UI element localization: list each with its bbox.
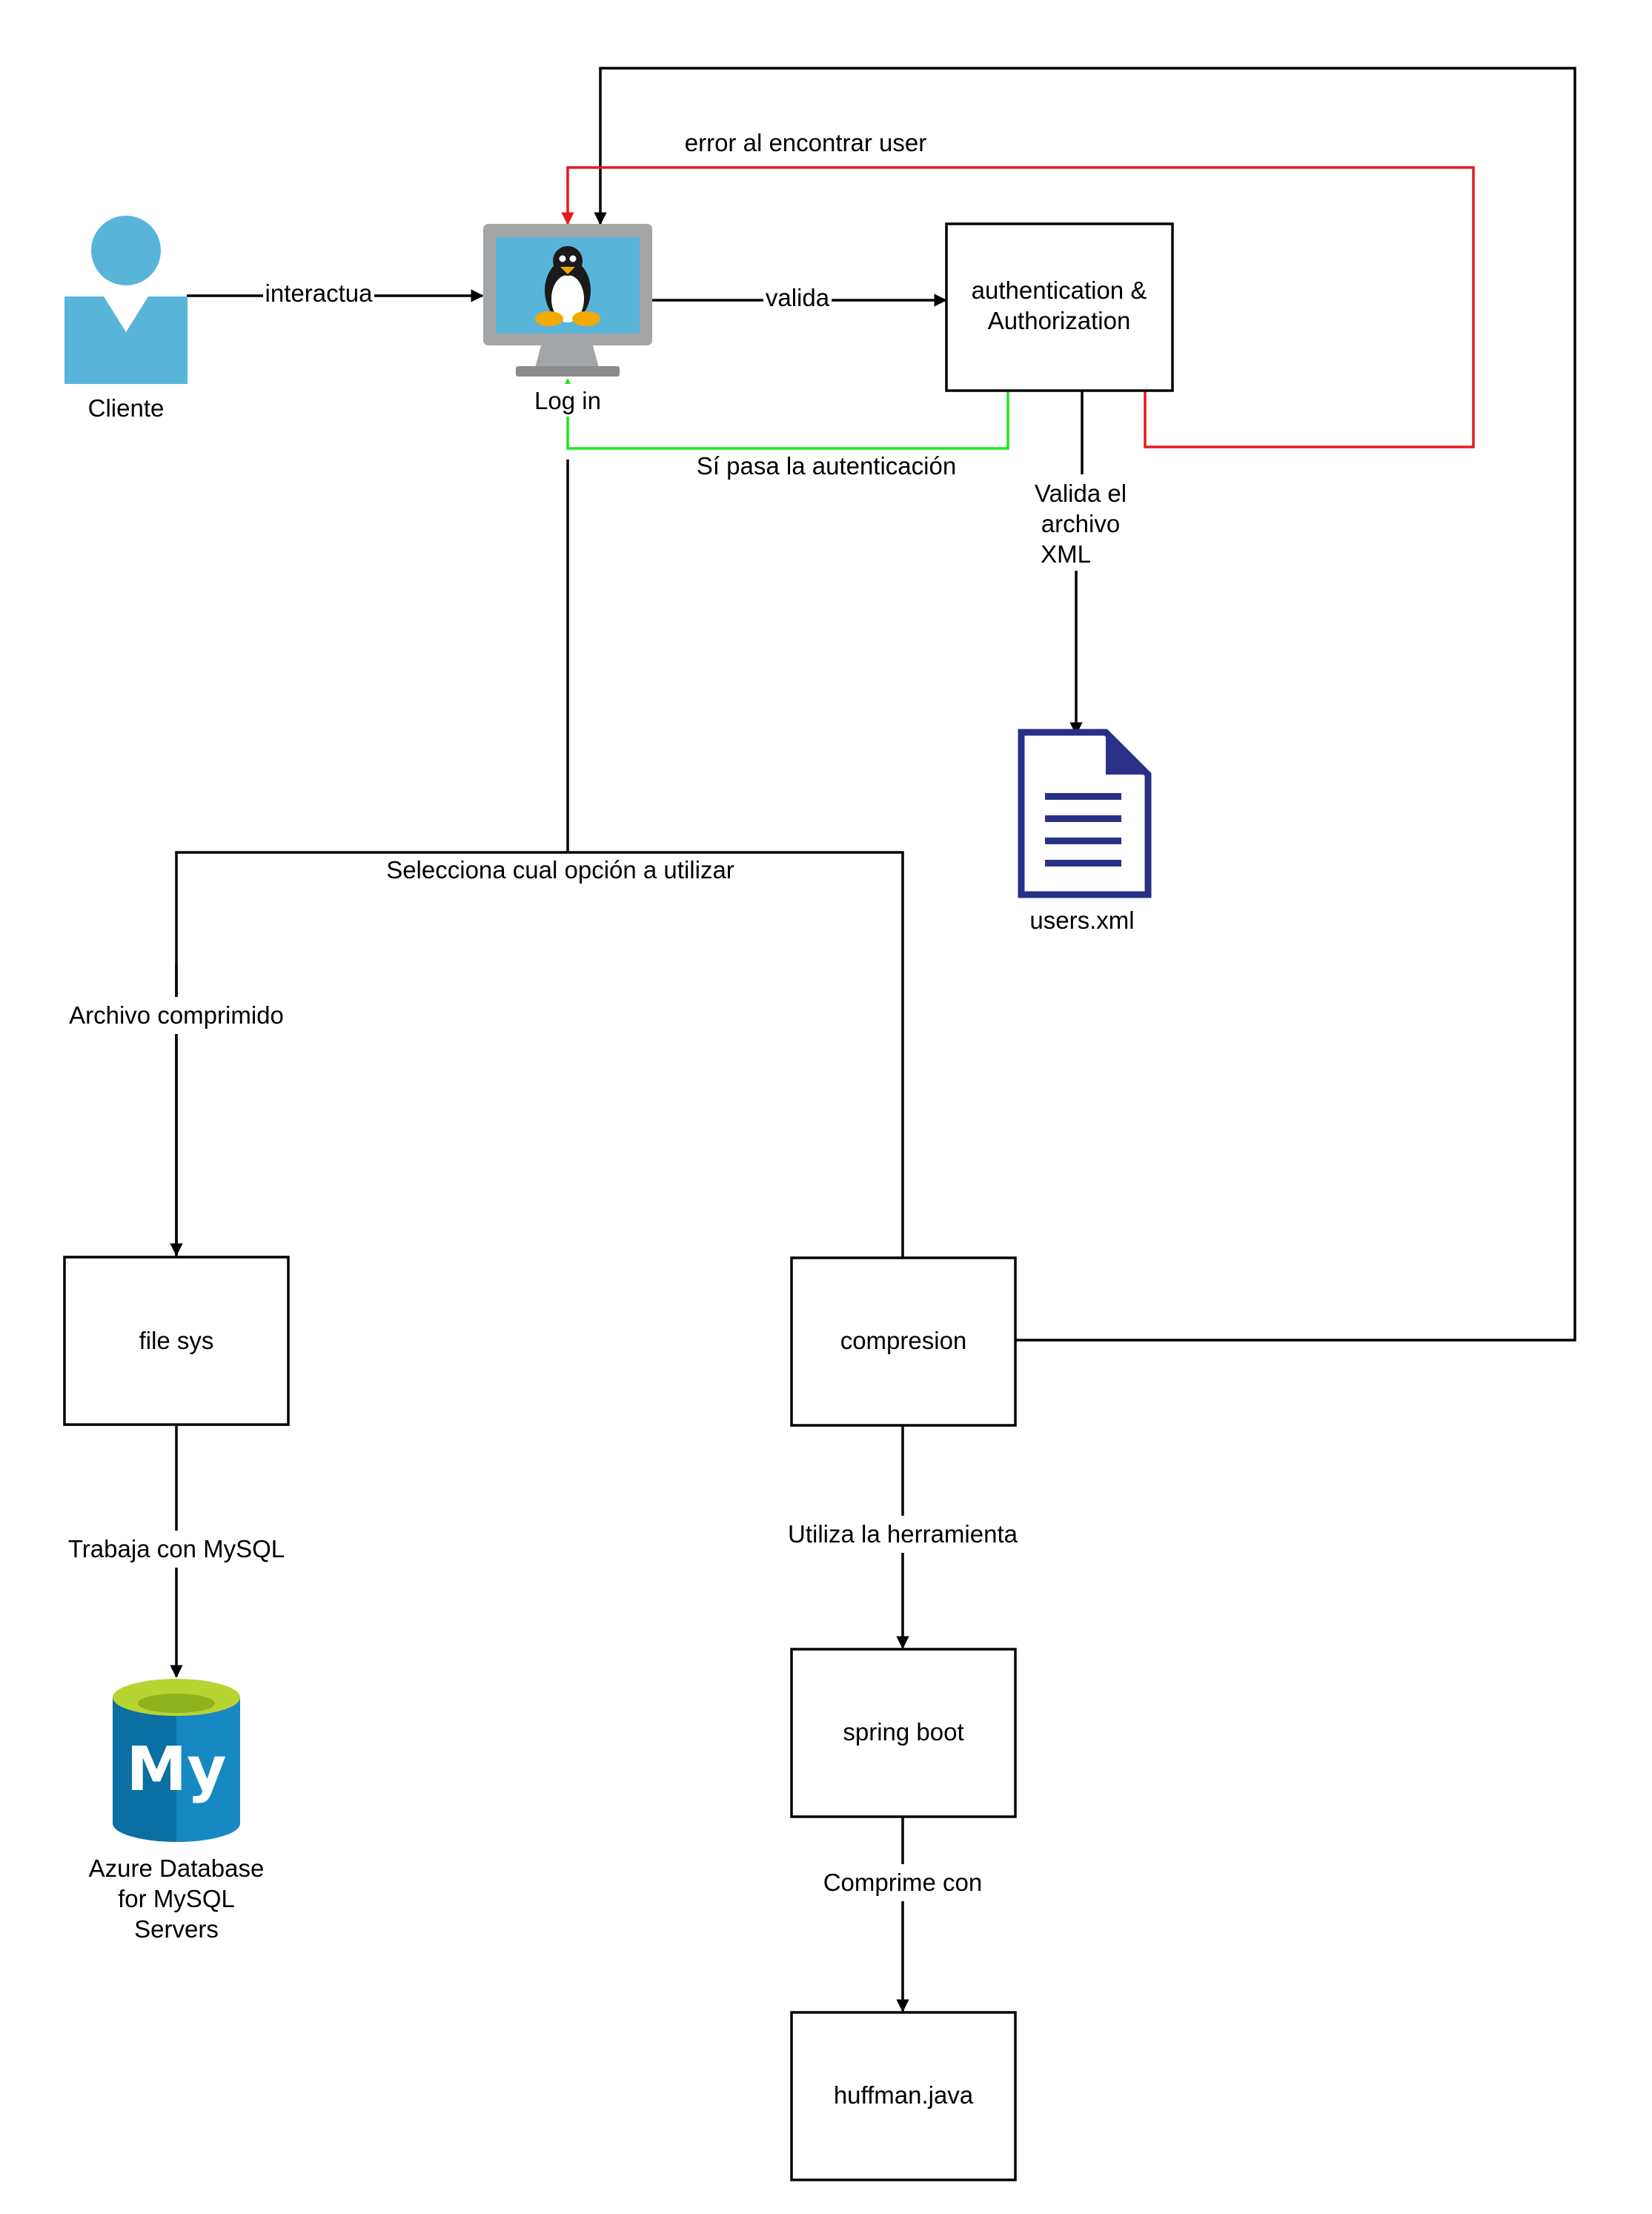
label-file-sys: file sys [139, 1327, 214, 1354]
label-selecciona: Selecciona cual opción a utilizar [386, 856, 734, 884]
label-azure-line3: Servers [134, 1915, 219, 1943]
label-trabaja-mysql: Trabaja con MySQL [68, 1535, 285, 1562]
document-icon [1018, 729, 1152, 898]
mysql-database-icon: My [113, 1679, 240, 1842]
file-sys-box [63, 1256, 290, 1426]
compresion-box [790, 1256, 1017, 1427]
label-auth-line1: authentication & [972, 276, 1147, 304]
edge-error-to-login [561, 166, 1475, 448]
label-azure-line2: for MySQL [118, 1885, 235, 1912]
label-si-pasa: Sí pasa la autenticación [697, 452, 956, 480]
spring-boot-box [790, 1648, 1017, 1818]
label-archivo-comprimido: Archivo comprimido [69, 1001, 284, 1029]
label-login: Log in [534, 387, 601, 414]
huffman-box [790, 2011, 1017, 2181]
linux-penguin-icon [535, 246, 600, 326]
label-interactua: interactua [265, 279, 374, 307]
label-valida: valida [766, 284, 830, 311]
label-huffman: huffman.java [834, 2081, 974, 2109]
person-icon [64, 216, 188, 384]
mysql-logo-text: My [126, 1734, 226, 1805]
auth-box [945, 222, 1174, 392]
label-compresion: compresion [840, 1327, 967, 1354]
label-utiliza: Utiliza la herramienta [788, 1520, 1018, 1548]
label-valida-xml-1: Valida el [1035, 480, 1127, 507]
label-cliente: Cliente [88, 394, 165, 422]
label-error: error al encontrar user [685, 129, 926, 156]
label-auth-line2: Authorization [988, 307, 1131, 334]
label-spring-boot: spring boot [843, 1718, 963, 1746]
label-azure-line1: Azure Database [89, 1855, 265, 1882]
label-users-xml: users.xml [1029, 907, 1134, 934]
edge-selecciona-branch [175, 851, 904, 1258]
label-comprime: Comprime con [823, 1869, 983, 1896]
edge-success-to-login [561, 378, 1009, 450]
label-valida-xml-2: archivo [1041, 510, 1120, 537]
edge-compresion-to-login [594, 67, 1576, 1342]
label-valida-xml-3: XML [1041, 540, 1091, 568]
